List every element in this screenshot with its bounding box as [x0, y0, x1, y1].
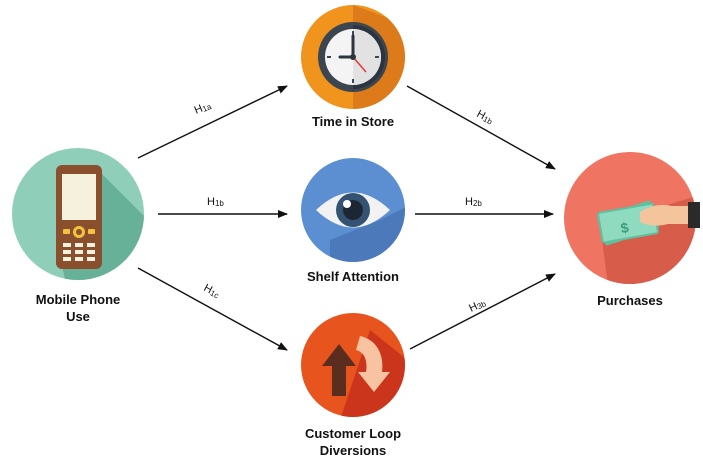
time-label-text: Time in Store — [311, 114, 395, 129]
shelf-label-text: Shelf Attention — [307, 269, 399, 284]
arrow-time-to-purchases — [406, 85, 556, 170]
mobile-label-line2: Use — [66, 309, 90, 324]
customer-loop-diversions-label: Customer Loop Diversions — [273, 425, 433, 459]
edge-label-h1c: H1c — [202, 282, 222, 300]
edge-label-h1b-right: H1b — [475, 108, 496, 127]
arrow-mobile-to-time — [137, 85, 288, 159]
mobile-phone-use-label: Mobile Phone Use — [18, 291, 138, 325]
eye-icon — [301, 158, 405, 262]
clock-icon — [301, 5, 405, 109]
edge-label-h2b: H2b — [465, 196, 482, 208]
shelf-attention-label: Shelf Attention — [283, 268, 423, 285]
purchases-label-text: Purchases — [597, 293, 663, 308]
arrow-loop-to-purchases — [409, 273, 556, 350]
edge-label-h1a: H1a — [193, 99, 214, 117]
time-in-store-label: Time in Store — [283, 113, 423, 130]
mobile-phone-icon — [12, 148, 144, 280]
edge-label-h1b-left: H1b — [207, 196, 224, 208]
arrow-mobile-to-loop — [137, 267, 288, 351]
mobile-label-line1: Mobile Phone — [35, 292, 121, 307]
loop-label-line2: Diversions — [319, 443, 387, 458]
diversion-arrows-icon — [301, 313, 405, 417]
money-hand-icon: $ — [564, 152, 700, 284]
loop-label-line1: Customer Loop — [304, 426, 402, 441]
purchases-label: Purchases — [570, 292, 690, 309]
svg-text:$: $ — [619, 219, 630, 236]
edge-label-h3b: H3b — [467, 296, 488, 314]
edges — [137, 85, 556, 351]
